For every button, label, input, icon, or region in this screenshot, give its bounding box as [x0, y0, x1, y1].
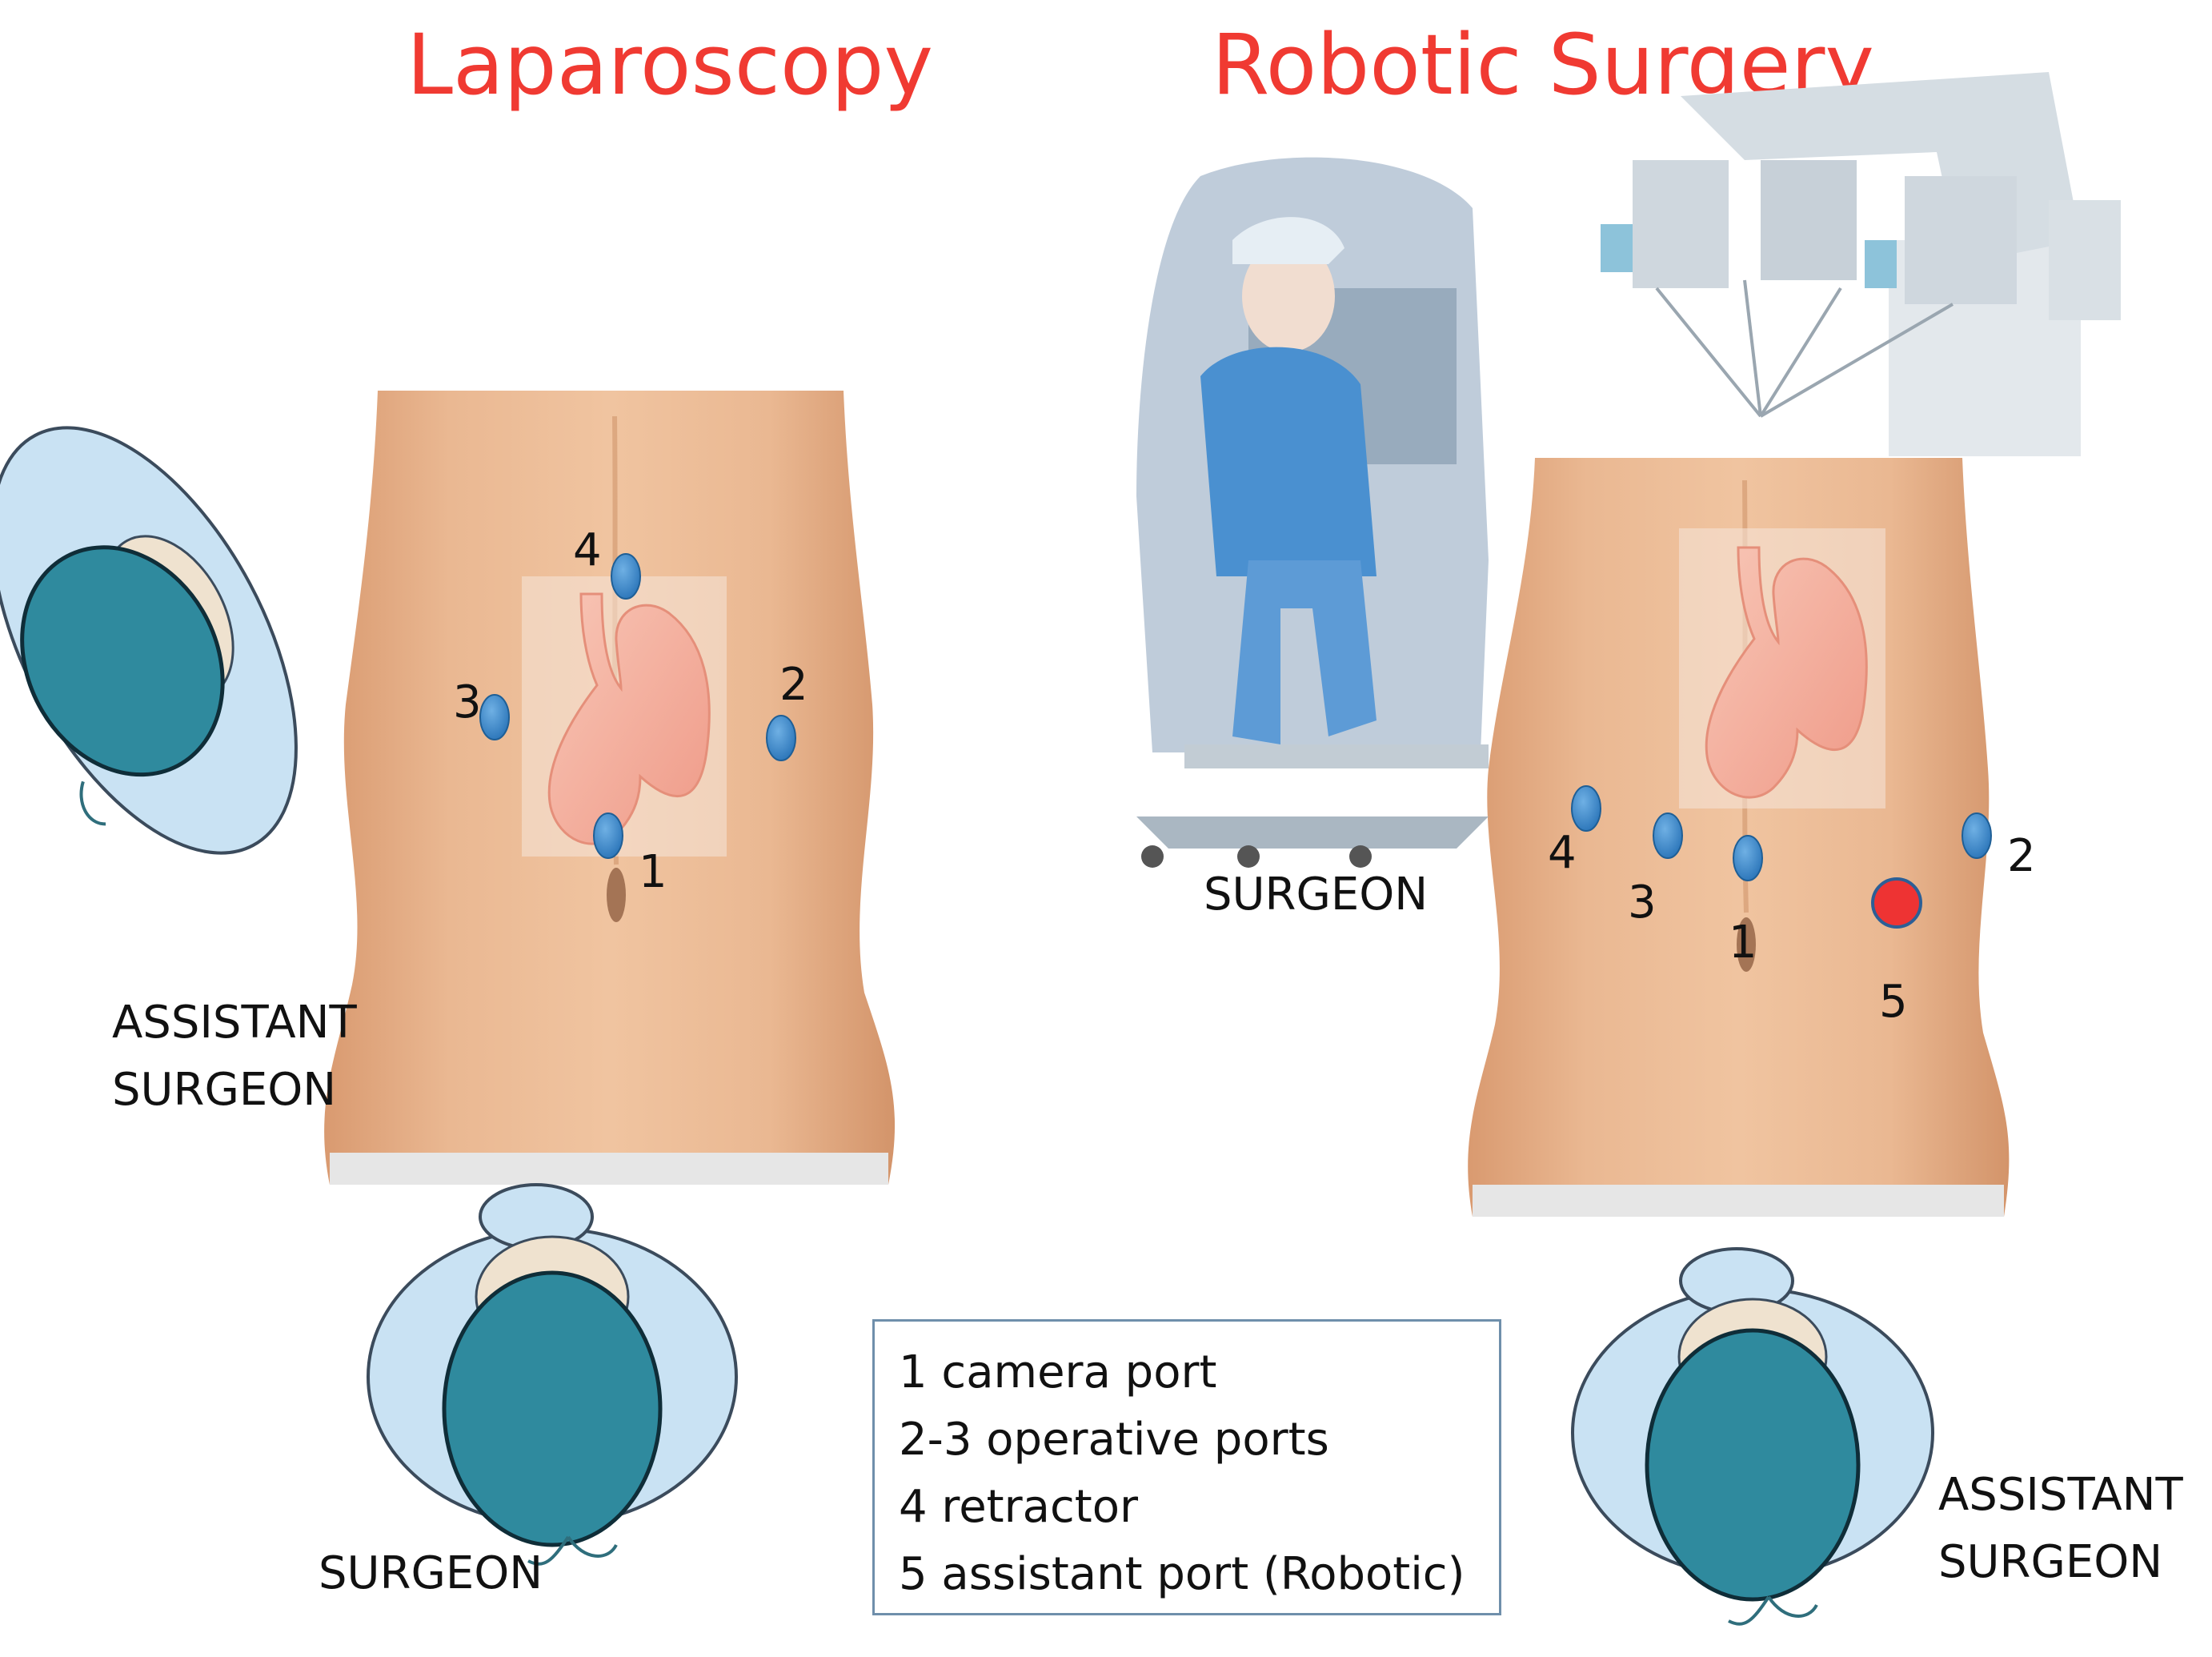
laparoscopy-assistant-label-line2: SURGEON — [112, 1064, 337, 1116]
robotic-port-4 — [1571, 785, 1601, 832]
robotic-port-1-label: 1 — [1729, 917, 1757, 969]
robotic-assistant-label-line2: SURGEON — [1938, 1536, 2163, 1588]
legend-item-assistant-port: 5 assistant port (Robotic) — [899, 1548, 1465, 1600]
robotic-port-3 — [1653, 812, 1683, 859]
legend-item-operative-ports: 2-3 operative ports — [899, 1414, 1329, 1466]
robotic-port-5-label: 5 — [1879, 976, 1908, 1028]
robotic-port-5 — [1871, 877, 1922, 929]
robotic-stomach — [1679, 528, 1885, 808]
robotic-assistant-label: ASSISTANT SURGEON — [1938, 1462, 2183, 1596]
robotic-port-2 — [1962, 812, 1992, 859]
laparoscopy-port-2 — [766, 715, 796, 761]
robotic-port-3-label: 3 — [1628, 877, 1657, 929]
robotic-port-4-label: 4 — [1548, 827, 1577, 879]
laparoscopy-port-1 — [593, 812, 623, 859]
laparoscopy-port-4-label: 4 — [573, 524, 602, 576]
robotic-port-2-label: 2 — [2007, 830, 2036, 882]
robotic-console-surgeon — [1136, 157, 1489, 868]
laparoscopy-port-3-label: 3 — [453, 676, 482, 728]
laparoscopy-port-2-label: 2 — [779, 659, 808, 711]
title-laparoscopy: Laparoscopy — [407, 16, 934, 114]
legend-box: 1 camera port 2-3 operative ports 4 retr… — [872, 1319, 1501, 1615]
laparoscopy-port-1-label: 1 — [639, 846, 667, 898]
robotic-arms — [1601, 72, 2121, 456]
laparoscopy-assistant-label-line1: ASSISTANT — [112, 997, 357, 1049]
laparoscopy-assistant-label: ASSISTANT SURGEON — [112, 989, 357, 1124]
robotic-port-1 — [1733, 835, 1763, 881]
robotic-surgeon-label: SURGEON — [1204, 869, 1429, 921]
laparoscopy-stomach — [522, 576, 727, 857]
legend-item-retractor: 4 retractor — [899, 1481, 1139, 1533]
robotic-assistant-figure — [1571, 1247, 1934, 1626]
legend-item-camera-port: 1 camera port — [899, 1346, 1217, 1398]
laparoscopy-port-3 — [479, 694, 510, 740]
laparoscopy-assistant-figure — [0, 426, 298, 855]
laparoscopy-surgeon-label: SURGEON — [319, 1547, 543, 1599]
laparoscopy-surgeon-figure — [367, 1183, 738, 1566]
robotic-assistant-label-line1: ASSISTANT — [1938, 1469, 2183, 1521]
laparoscopy-port-4 — [611, 553, 641, 600]
